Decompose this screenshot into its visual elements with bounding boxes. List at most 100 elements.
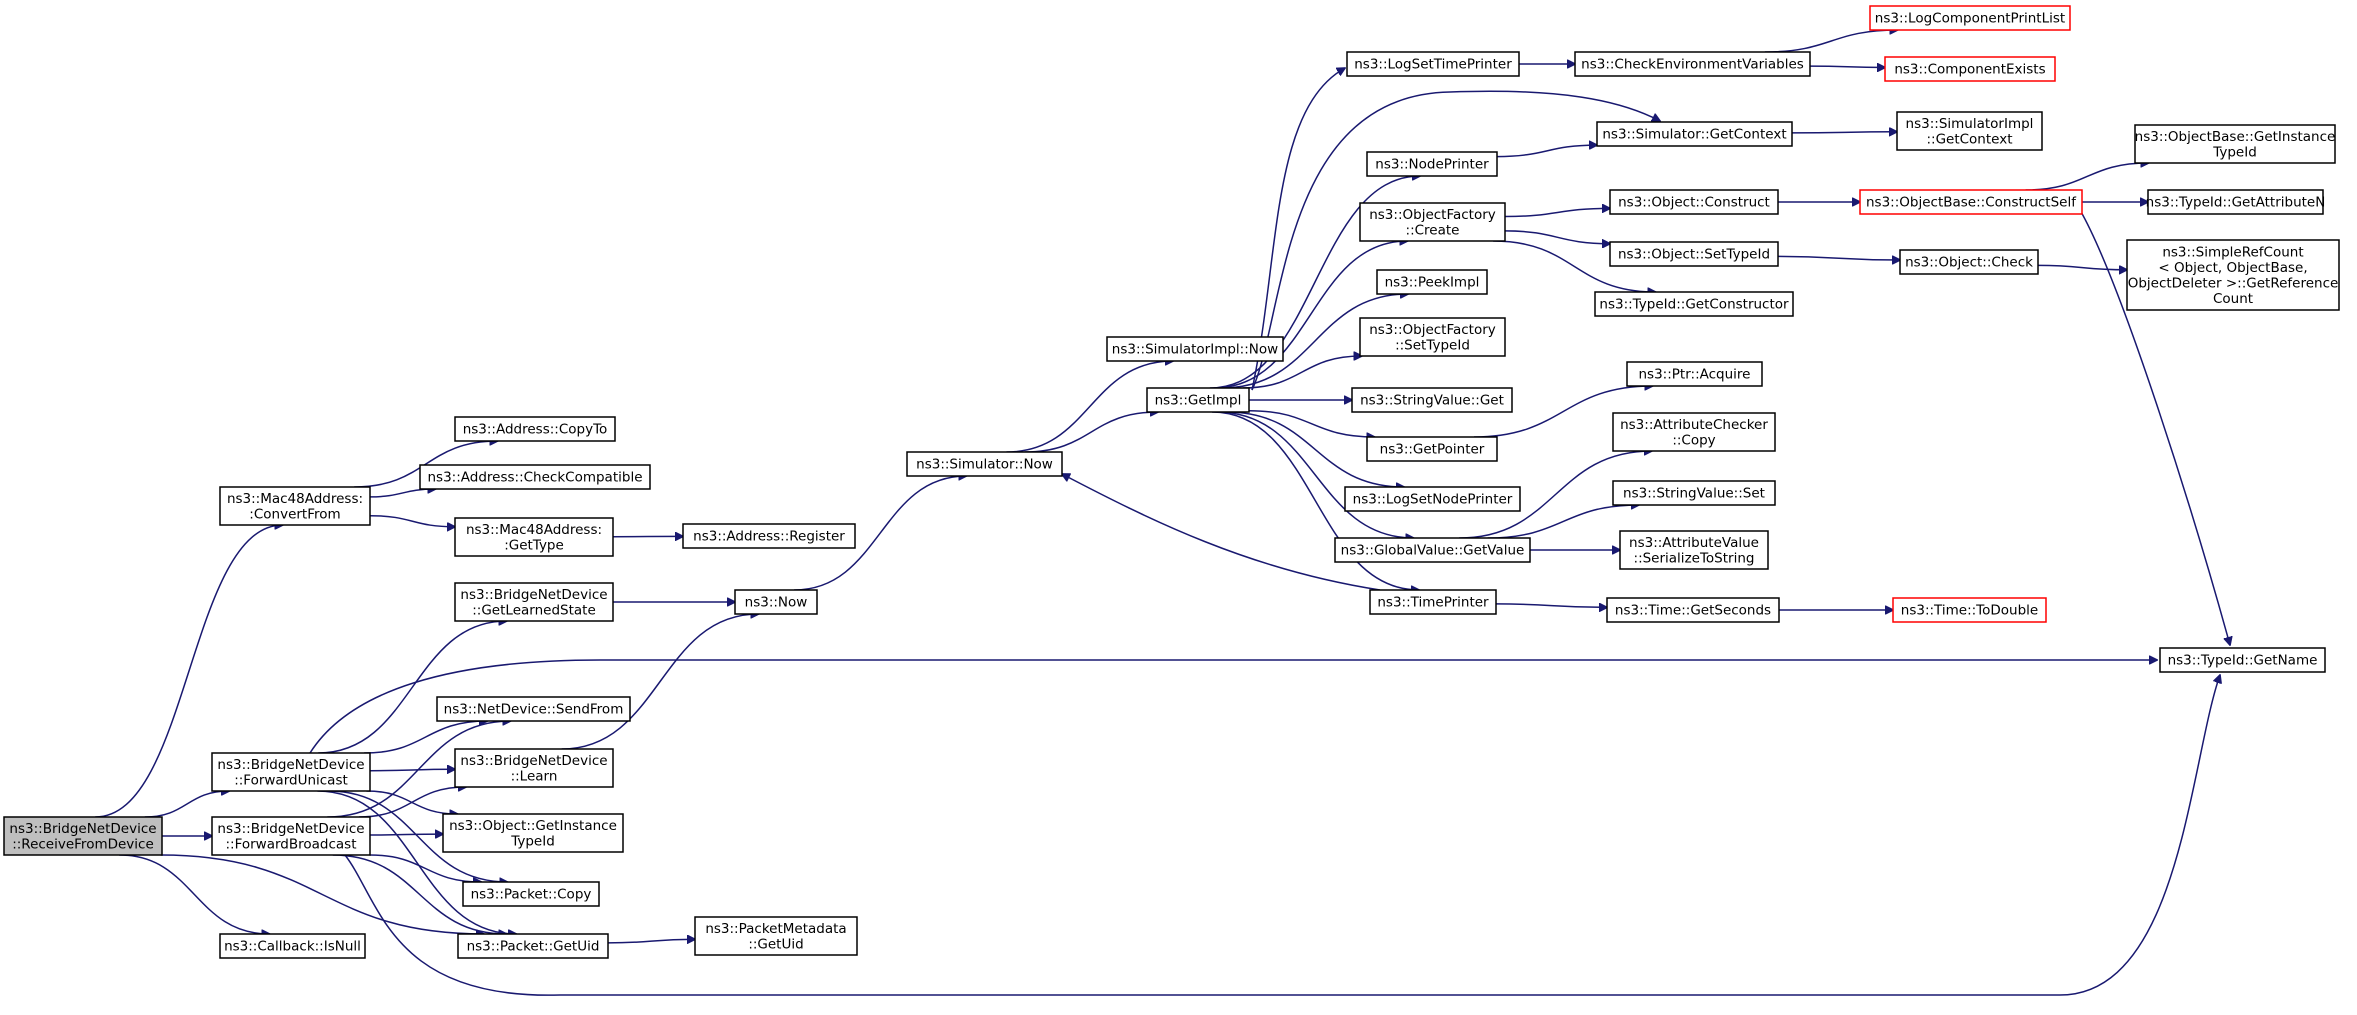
edge-getimpl-to-logsetnodeprinter bbox=[1226, 411, 1404, 487]
node-box bbox=[436, 696, 631, 722]
node-obj_construct[interactable]: ns3::Object::Construct bbox=[1609, 189, 1779, 215]
node-componentexists[interactable]: ns3::ComponentExists bbox=[1884, 56, 2056, 82]
node-sim_getcontext[interactable]: ns3::Simulator::GetContext bbox=[1596, 121, 1793, 147]
node-typeid_getname[interactable]: ns3::TypeId::GetName bbox=[2159, 647, 2326, 673]
node-label-line: < Object, ObjectBase, bbox=[2158, 260, 2307, 276]
node-box bbox=[442, 813, 624, 853]
node-receive[interactable]: ns3::BridgeNetDevice::ReceiveFromDevice bbox=[3, 816, 163, 856]
node-simplerefcount[interactable]: ns3::SimpleRefCount< Object, ObjectBase,… bbox=[2126, 239, 2340, 311]
node-mac_gettype[interactable]: ns3::Mac48Address::GetType bbox=[454, 517, 614, 557]
node-stringvalue_get[interactable]: ns3::StringValue::Get bbox=[1351, 387, 1513, 413]
edge-fwd_broadcast-to-packet_copy bbox=[369, 854, 482, 882]
node-simimpl_getcontext[interactable]: ns3::SimulatorImpl::GetContext bbox=[1896, 111, 2043, 151]
node-stringvalue_set[interactable]: ns3::StringValue::Set bbox=[1612, 480, 1776, 506]
node-logsetnodeprinter[interactable]: ns3::LogSetNodePrinter bbox=[1344, 486, 1521, 512]
node-box bbox=[682, 523, 856, 549]
edge-receive-to-mac_convert bbox=[95, 525, 283, 818]
edge-getimpl-to-timeprinter bbox=[1211, 411, 1419, 590]
node-logcompprintlist[interactable]: ns3::LogComponentPrintList bbox=[1869, 5, 2071, 31]
node-callback_isnull[interactable]: ns3::Callback::IsNull bbox=[219, 933, 366, 959]
edge-getimpl-to-objfactory_create bbox=[1213, 241, 1408, 389]
node-label-line: ns3::StringValue::Set bbox=[1623, 486, 1765, 502]
node-getpointer[interactable]: ns3::GetPointer bbox=[1366, 436, 1498, 462]
node-obj_settypeid[interactable]: ns3::Object::SetTypeId bbox=[1609, 241, 1779, 267]
node-attrvalue_serialize[interactable]: ns3::AttributeValue::SerializeToString bbox=[1619, 530, 1769, 570]
node-simimpl_now[interactable]: ns3::SimulatorImpl::Now bbox=[1106, 336, 1284, 362]
node-addr_checkcompat[interactable]: ns3::Address::CheckCompatible bbox=[419, 464, 651, 490]
node-box bbox=[454, 582, 614, 622]
node-pktmeta_getuid[interactable]: ns3::PacketMetadata::GetUid bbox=[694, 916, 858, 956]
node-label-line: ns3::NodePrinter bbox=[1375, 157, 1489, 173]
edge-sim_now-to-getimpl bbox=[1024, 412, 1159, 453]
node-label-line: ns3::StringValue::Get bbox=[1360, 393, 1504, 409]
node-typeid_getconstructor[interactable]: ns3::TypeId::GetConstructor bbox=[1594, 291, 1794, 317]
node-box bbox=[1146, 387, 1250, 413]
node-box bbox=[694, 916, 858, 956]
node-label-line: ns3::LogSetTimePrinter bbox=[1354, 57, 1512, 73]
node-packet_getuid[interactable]: ns3::Packet::GetUid bbox=[457, 933, 609, 959]
edge-sim_getcontext-to-simimpl_getcontext bbox=[1791, 132, 1897, 133]
node-box bbox=[457, 933, 609, 959]
node-box bbox=[1859, 189, 2083, 215]
node-mac_convert[interactable]: ns3::Mac48Address::ConvertFrom bbox=[219, 486, 371, 526]
node-logsettimeprinter[interactable]: ns3::LogSetTimePrinter bbox=[1346, 51, 1520, 77]
edge-fwd_unicast-to-bnd_getlearned bbox=[318, 621, 507, 754]
node-ptr_acquire[interactable]: ns3::Ptr::Acquire bbox=[1626, 361, 1763, 387]
node-label-line: ::GetContext bbox=[1926, 131, 2012, 147]
edge-fwd_broadcast-to-obj_getinstancetypeid bbox=[369, 834, 443, 835]
node-time_getseconds[interactable]: ns3::Time::GetSeconds bbox=[1606, 597, 1780, 623]
node-objfactory_create[interactable]: ns3::ObjectFactory::Create bbox=[1359, 202, 1506, 242]
node-getimpl[interactable]: ns3::GetImpl bbox=[1146, 387, 1250, 413]
node-bnd_learn[interactable]: ns3::BridgeNetDevice::Learn bbox=[454, 748, 614, 788]
node-sim_now[interactable]: ns3::Simulator::Now bbox=[906, 451, 1063, 477]
node-peekimpl[interactable]: ns3::PeekImpl bbox=[1376, 269, 1488, 295]
node-box bbox=[3, 816, 163, 856]
node-fwd_unicast[interactable]: ns3::BridgeNetDevice::ForwardUnicast bbox=[211, 752, 371, 792]
node-label-line: ::Learn bbox=[511, 768, 558, 784]
node-obj_check[interactable]: ns3::Object::Check bbox=[1899, 249, 2039, 275]
node-box bbox=[1574, 51, 1811, 77]
node-globalvalue_getvalue[interactable]: ns3::GlobalValue::GetValue bbox=[1334, 537, 1531, 563]
node-time_todouble[interactable]: ns3::Time::ToDouble bbox=[1892, 597, 2047, 623]
node-label-line: ns3::Object::GetInstance bbox=[449, 818, 617, 834]
node-label-line: ns3::PacketMetadata bbox=[705, 921, 846, 937]
edge-receive-to-fwd_unicast bbox=[144, 791, 230, 818]
edge-objfactory_create-to-obj_settypeid bbox=[1504, 230, 1610, 244]
node-nodeprinter[interactable]: ns3::NodePrinter bbox=[1366, 151, 1498, 177]
node-box bbox=[1612, 480, 1776, 506]
node-label-line: ns3::SimpleRefCount bbox=[2162, 244, 2303, 260]
node-box bbox=[1366, 436, 1498, 462]
node-bnd_getlearned[interactable]: ns3::BridgeNetDevice::GetLearnedState bbox=[454, 582, 614, 622]
node-label-line: ns3::GlobalValue::GetValue bbox=[1341, 543, 1525, 559]
node-label-line: ns3::BridgeNetDevice bbox=[460, 753, 607, 769]
node-box bbox=[1334, 537, 1531, 563]
node-fwd_broadcast[interactable]: ns3::BridgeNetDevice::ForwardBroadcast bbox=[211, 816, 371, 856]
node-objfactory_settypeid[interactable]: ns3::ObjectFactory::SetTypeId bbox=[1359, 317, 1506, 357]
node-label-line: ns3::BridgeNetDevice bbox=[9, 821, 156, 837]
node-box bbox=[2147, 189, 2324, 215]
edge-timeprinter-to-sim_now bbox=[1062, 474, 1381, 591]
node-label-line: ns3::Address::CopyTo bbox=[463, 422, 608, 438]
node-box bbox=[1106, 336, 1284, 362]
node-box bbox=[1896, 111, 2043, 151]
node-addr_register[interactable]: ns3::Address::Register bbox=[682, 523, 856, 549]
node-box bbox=[211, 816, 371, 856]
node-attrchecker_copy[interactable]: ns3::AttributeChecker::Copy bbox=[1612, 412, 1776, 452]
node-box bbox=[2126, 239, 2340, 311]
node-box bbox=[419, 464, 651, 490]
node-netdev_sendfrom[interactable]: ns3::NetDevice::SendFrom bbox=[436, 696, 631, 722]
node-ns3_now[interactable]: ns3::Now bbox=[734, 589, 818, 615]
node-label-line: ::GetLearnedState bbox=[472, 602, 596, 618]
node-box bbox=[454, 517, 614, 557]
node-label-line: ns3::TypeId::GetName bbox=[2168, 653, 2318, 669]
node-checkenv[interactable]: ns3::CheckEnvironmentVariables bbox=[1574, 51, 1811, 77]
node-packet_copy[interactable]: ns3::Packet::Copy bbox=[462, 881, 600, 907]
node-label-line: ns3::Simulator::Now bbox=[916, 457, 1053, 473]
node-typeid_getattributen[interactable]: ns3::TypeId::GetAttributeN bbox=[2146, 189, 2326, 215]
node-label-line: ::SerializeToString bbox=[1634, 550, 1755, 566]
node-addr_copyto[interactable]: ns3::Address::CopyTo bbox=[454, 416, 616, 442]
node-objbase_constructself[interactable]: ns3::ObjectBase::ConstructSelf bbox=[1859, 189, 2083, 215]
node-timeprinter[interactable]: ns3::TimePrinter bbox=[1369, 589, 1497, 615]
